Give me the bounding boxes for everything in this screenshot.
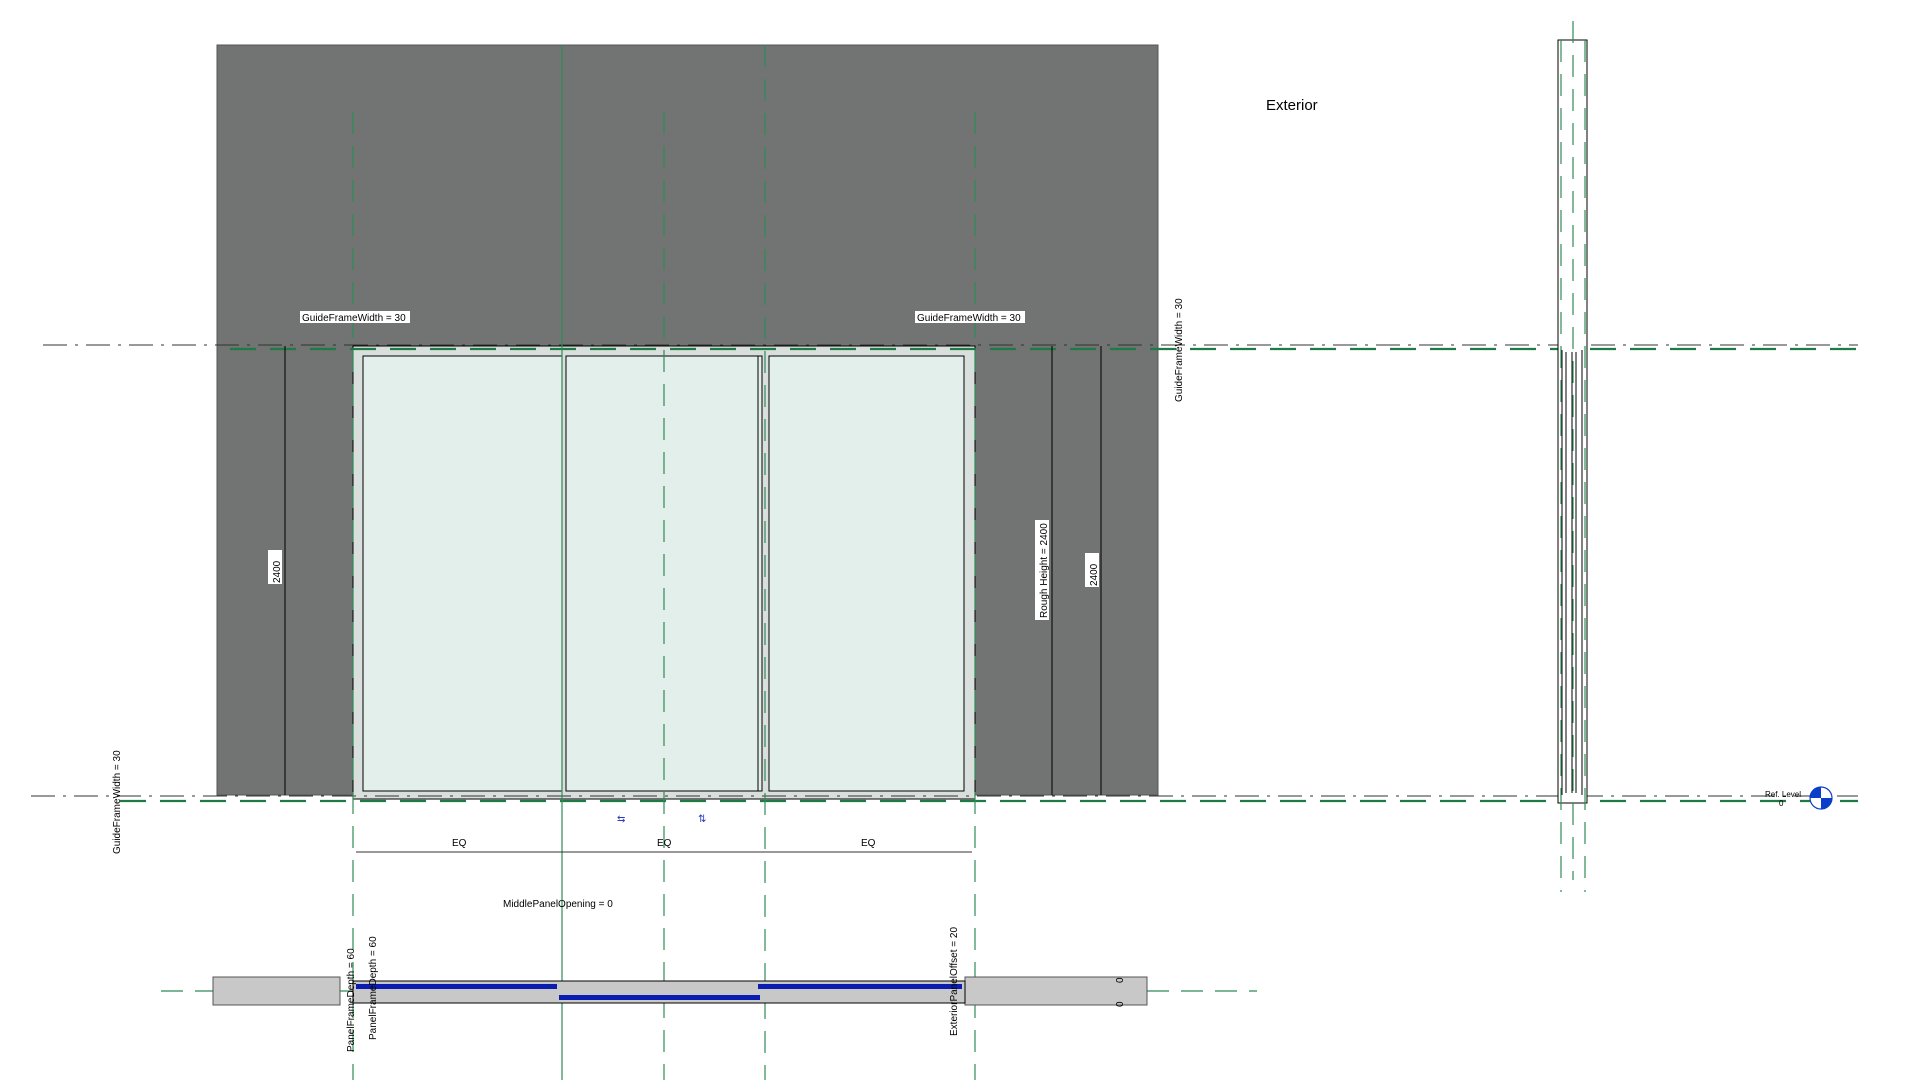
section-door-frame[interactable] [1561, 350, 1583, 795]
eq-label-2[interactable]: EQ [657, 838, 672, 849]
ref-level-value[interactable]: 0 [1779, 799, 1784, 808]
glass-panel-right[interactable] [768, 355, 965, 792]
guide-frame-width-vertical-left-label[interactable]: GuideFrameWidth = 30 [112, 750, 123, 854]
exterior-label: Exterior [1266, 97, 1318, 114]
dim-left-label[interactable]: 2400 [272, 560, 283, 583]
plan-zero-top[interactable]: 0 [1115, 977, 1126, 983]
plan-zero-bottom[interactable]: 0 [1115, 1001, 1126, 1007]
panel-frame-depth-label-1[interactable]: PanelFrameDepth = 60 [346, 948, 357, 1052]
glass-panel-left[interactable] [362, 355, 563, 792]
dim-right-label[interactable]: 2400 [1089, 563, 1100, 586]
exterior-panel-offset-label[interactable]: ExteriorPanelOffset = 20 [949, 927, 960, 1036]
ref-level-label[interactable]: Ref. Level [1765, 790, 1801, 799]
guide-frame-width-right-label[interactable]: GuideFrameWidth = 30 [917, 313, 1021, 324]
plan-panel-left[interactable] [356, 984, 557, 989]
panel-frame-depth-label-2[interactable]: PanelFrameDepth = 60 [368, 936, 379, 1040]
level-marker-icon[interactable] [1809, 786, 1833, 810]
plan-panel-middle[interactable] [559, 995, 760, 1000]
flip-horizontal-icon[interactable]: ⇆ [617, 814, 625, 825]
plan-wall-left[interactable] [212, 976, 341, 1006]
plan-wall-right[interactable] [964, 976, 1148, 1006]
guide-frame-width-vertical-right-label[interactable]: GuideFrameWidth = 30 [1174, 298, 1185, 402]
middle-panel-opening-label[interactable]: MiddlePanelOpening = 0 [503, 899, 613, 910]
plan-panel-right[interactable] [758, 984, 962, 989]
eq-label-1[interactable]: EQ [452, 838, 467, 849]
guide-frame-width-left-label[interactable]: GuideFrameWidth = 30 [302, 313, 406, 324]
flip-vertical-icon[interactable]: ⇅ [698, 814, 706, 825]
rough-height-label[interactable]: Rough Height = 2400 [1039, 523, 1050, 618]
eq-label-3[interactable]: EQ [861, 838, 876, 849]
